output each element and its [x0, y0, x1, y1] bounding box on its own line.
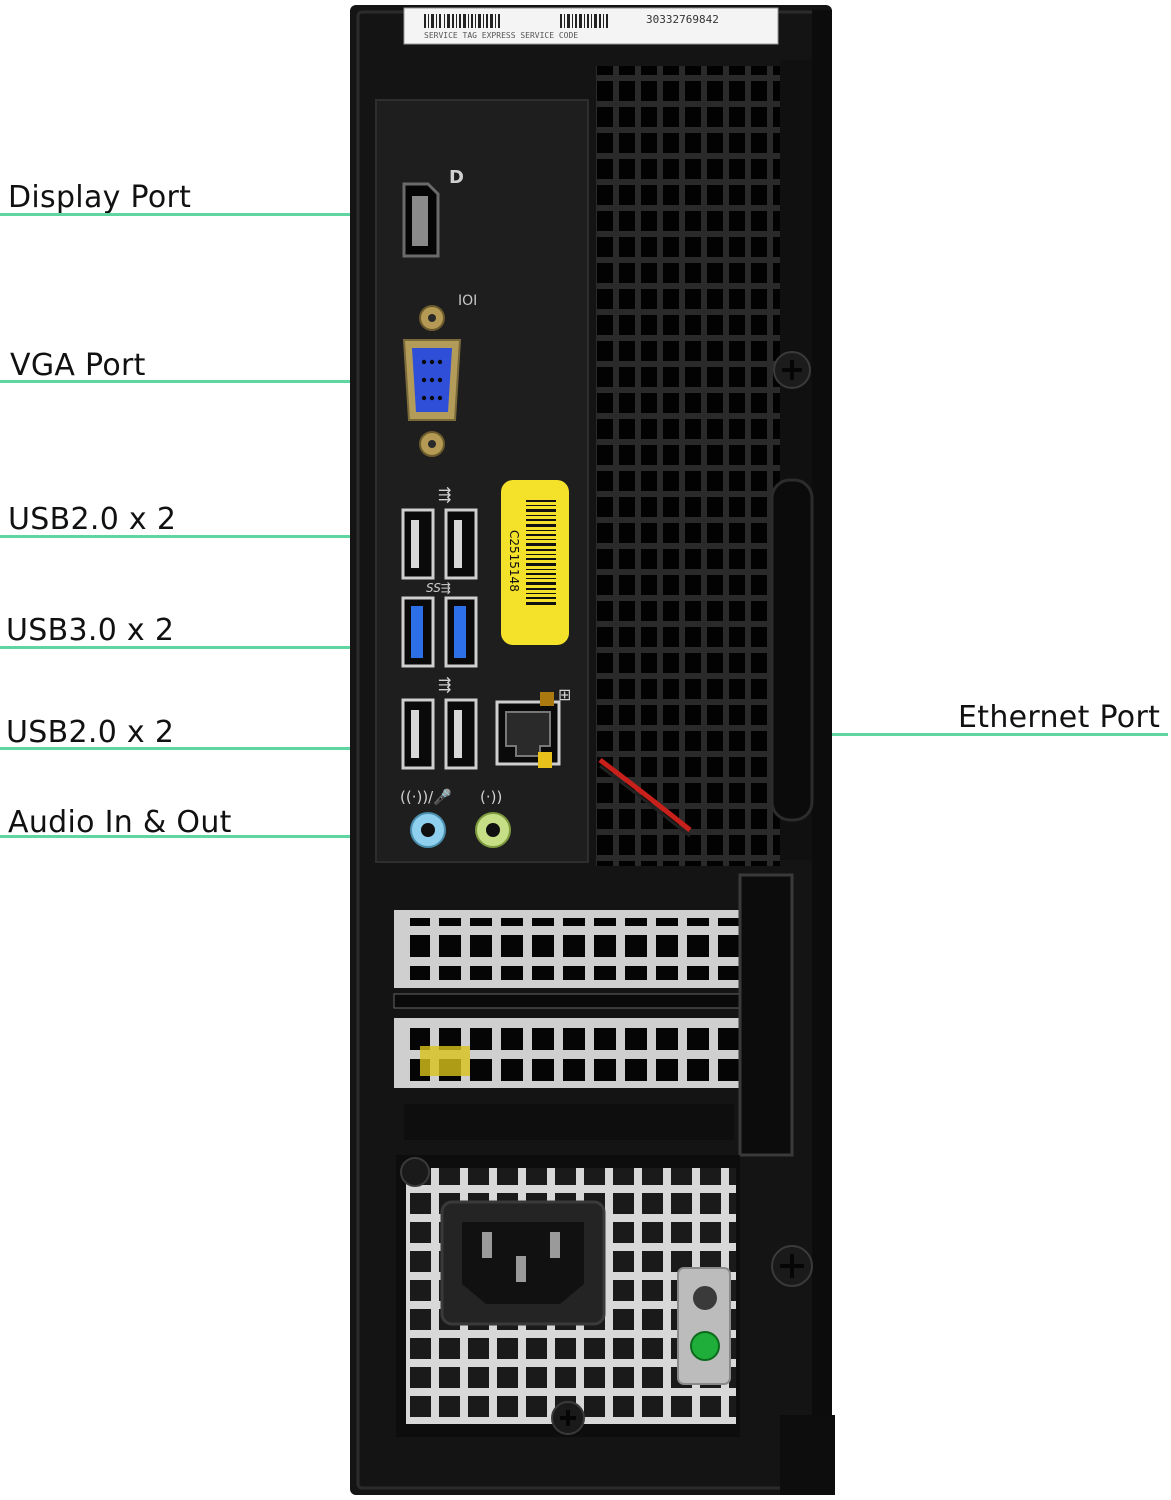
usb2-bottom-label: USB2.0 x 2	[6, 715, 175, 750]
audio-in-jack[interactable]	[410, 812, 446, 848]
yellow-barcode-sticker: C2515148	[501, 480, 569, 645]
psu-test-button[interactable]	[677, 1267, 731, 1385]
vga-port-label: VGA Port	[10, 348, 146, 383]
vga-icon: IOI	[458, 293, 477, 309]
side-latch	[770, 478, 814, 822]
usb2-bottom-leader	[0, 747, 468, 750]
ethernet-label: Ethernet Port	[958, 700, 1161, 735]
ethernet-port[interactable]	[495, 692, 561, 768]
displayport-icon: D	[449, 167, 464, 188]
usb2-port-bottom-left[interactable]	[401, 698, 435, 770]
display-port-leader	[0, 213, 412, 216]
usb2-port-top-right[interactable]	[444, 508, 478, 580]
usb2-port-bottom-right[interactable]	[444, 698, 478, 770]
vga-port[interactable]	[402, 305, 462, 457]
upper-vent-grille	[596, 66, 780, 866]
expansion-slot-lower	[394, 1018, 756, 1088]
audio-leader	[0, 835, 495, 838]
usb2-top-label: USB2.0 x 2	[8, 502, 177, 537]
ethernet-leader	[530, 733, 1168, 736]
vga-port-leader	[0, 380, 418, 383]
usb3-port-left[interactable]	[401, 596, 435, 668]
usb-icon-bottom: ⇶	[438, 675, 451, 694]
expansion-slot-upper	[394, 910, 756, 988]
usb3-port-right[interactable]	[444, 596, 478, 668]
service-tag-barcode	[424, 14, 608, 28]
usb2-top-leader	[0, 535, 468, 538]
usb3-leader	[0, 646, 468, 649]
slot-retention-bracket	[738, 873, 794, 1157]
display-port-label: Display Port	[8, 180, 192, 215]
internal-cable	[598, 758, 692, 832]
usb2-port-top-left[interactable]	[401, 508, 435, 580]
usb3-label: USB3.0 x 2	[6, 613, 175, 648]
audio-label: Audio In & Out	[8, 805, 232, 840]
service-tag-captions: SERVICE TAG EXPRESS SERVICE CODE	[424, 31, 578, 40]
network-icon: ⊞	[558, 685, 571, 704]
usb-icon: ⇶	[438, 485, 451, 504]
yellow-sticker-code: C2515148	[507, 530, 521, 592]
usb3-icon: SS⇶	[426, 581, 451, 595]
display-port[interactable]	[402, 182, 440, 258]
service-tag-sticker: 30332769842 SERVICE TAG EXPRESS SERVICE …	[403, 7, 779, 45]
ac-power-inlet[interactable]	[440, 1200, 606, 1326]
headset-icon: ((·))/🎤	[400, 787, 452, 806]
speaker-icon: (·))	[480, 788, 502, 806]
audio-out-jack[interactable]	[475, 812, 511, 848]
service-tag-number: 30332769842	[646, 13, 719, 26]
